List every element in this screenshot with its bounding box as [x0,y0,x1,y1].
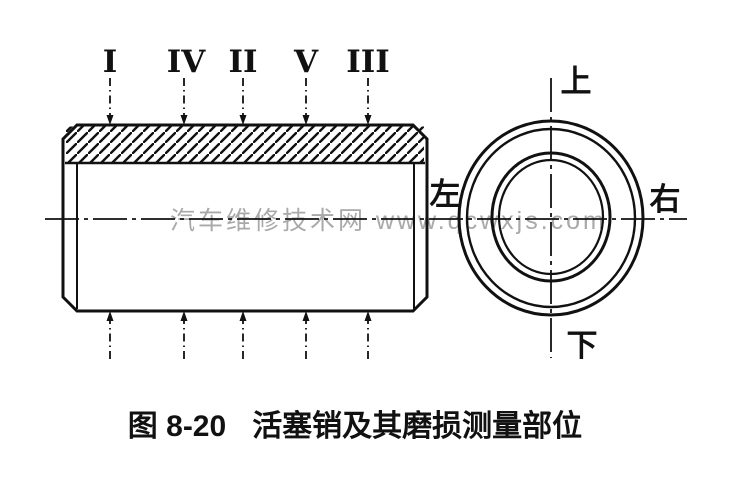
down-arrow-icon [106,115,114,125]
outer-chamfer-circle [465,127,637,309]
up-arrow-icon [302,311,310,321]
bore-circle [490,151,612,283]
measurement-position: V [293,44,319,360]
figure-number: 图 8-20 [127,410,227,443]
down-arrow-icon [302,115,310,125]
down-arrow-icon [364,115,372,125]
measurement-position: III [346,44,390,360]
position-label: IV [167,44,207,80]
up-arrow-icon [364,311,372,321]
label-top: 上 [561,64,592,99]
measurement-position: I [103,44,118,360]
end-view: 上 下 左 右 [430,64,681,363]
measurement-position: IV [167,44,207,360]
figure-title: 活塞销及其磨损测量部位 [252,410,583,443]
position-label: II [228,44,257,80]
label-right: 右 [650,182,681,217]
label-bottom: 下 [567,328,598,363]
up-arrow-icon [106,311,114,321]
pin-outline [61,123,429,313]
measurement-position: II [228,44,258,360]
up-arrow-icon [180,311,188,321]
section-hatch-band [66,126,424,163]
side-view: I IV II [45,44,687,360]
down-arrow-icon [180,115,188,125]
outer-circle [457,119,645,317]
position-label: III [346,44,390,80]
position-label: I [103,44,118,80]
position-label: V [293,44,319,80]
label-left: 左 [430,177,461,212]
up-arrow-icon [239,311,247,321]
bore-chamfer-circle [497,158,605,276]
watermark-text: 汽车维修技术网 www.qcwxjs.com [170,207,607,235]
down-arrow-icon [239,115,247,125]
figure-caption: 图 8-20 活塞销及其磨损测量部位 [0,401,710,445]
